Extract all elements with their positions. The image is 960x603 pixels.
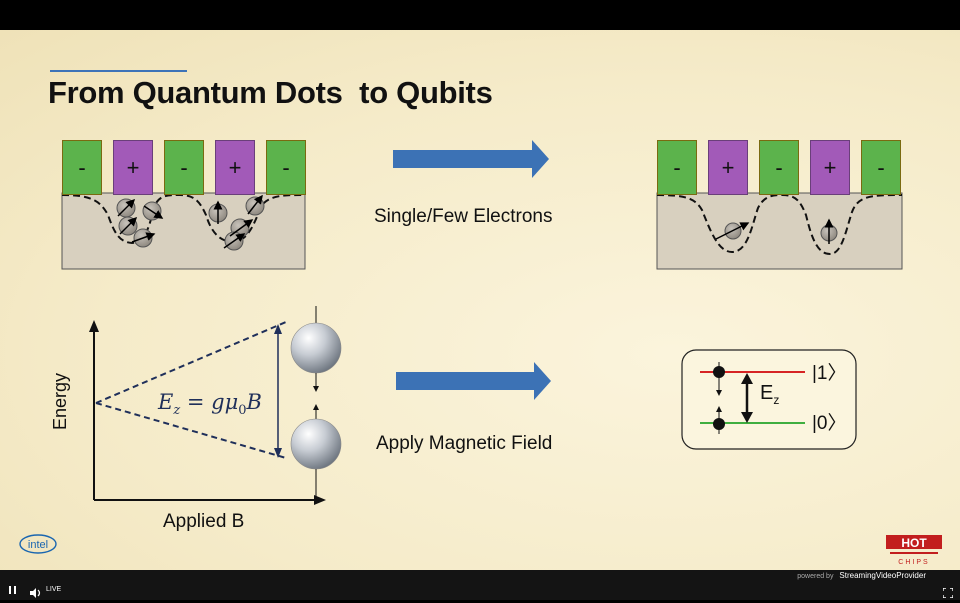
- intel-text: intel: [28, 539, 48, 551]
- big-arrow-top: [393, 140, 549, 178]
- lower-branch: [95, 402, 287, 459]
- gate-left-2: -: [164, 140, 204, 195]
- provider-name: StreamingVideoProvider: [839, 571, 926, 580]
- energy-axis-label: Energy: [50, 372, 70, 430]
- spin-sphere-upper: [290, 322, 342, 374]
- ez-e: E: [760, 382, 774, 404]
- formula-sub-z: z: [173, 403, 181, 419]
- svg-text:CHIPS: CHIPS: [898, 559, 929, 566]
- gate-sign: -: [78, 154, 86, 180]
- intel-logo: intel: [19, 534, 57, 554]
- formula-b: B: [246, 390, 262, 414]
- volume-icon[interactable]: [30, 585, 42, 598]
- ez-label: Ez: [760, 382, 779, 407]
- title-rule: [50, 70, 187, 72]
- electrons-left: [116, 194, 265, 251]
- pause-icon[interactable]: [9, 586, 17, 594]
- formula-e: E: [158, 390, 174, 414]
- top-letterbox: [0, 0, 960, 30]
- electrons-right: [715, 218, 838, 244]
- slide: From Quantum Dots to Qubits: [0, 30, 960, 570]
- two-level-box: [681, 349, 857, 450]
- applied-b-label: Applied B: [163, 511, 245, 532]
- gate-right-0: -: [657, 140, 697, 195]
- powered-by: powered by StreamingVideoProvider: [797, 571, 926, 580]
- substrate-left: [61, 192, 306, 270]
- formula-sub-0: 0: [238, 403, 247, 419]
- gate-sign: +: [126, 154, 140, 180]
- diagram-canvas: [61, 140, 903, 505]
- gate-sign: +: [228, 154, 242, 180]
- gate-sign: +: [721, 154, 735, 180]
- gate-right-1: +: [708, 140, 748, 195]
- gate-right-3: +: [810, 140, 850, 195]
- gate-sign: -: [877, 154, 885, 180]
- ket-one-label: |1〉: [812, 363, 847, 384]
- ket-zero-label: |0〉: [812, 413, 847, 434]
- gate-sign: -: [775, 154, 783, 180]
- gate-right-2: -: [759, 140, 799, 195]
- gate-left-3: +: [215, 140, 255, 195]
- ez-sub: z: [773, 393, 780, 407]
- upper-branch: [95, 321, 287, 404]
- arrow2-label: Apply Magnetic Field: [376, 433, 553, 454]
- gate-right-4: -: [861, 140, 901, 195]
- substrate-right: [656, 192, 903, 270]
- gate-left-0: -: [62, 140, 102, 195]
- zeeman-formula: Ez = gμ0B: [158, 390, 262, 418]
- fullscreen-icon[interactable]: [942, 585, 954, 599]
- arrow1-label: Single/Few Electrons: [374, 206, 553, 227]
- gate-left-4: -: [266, 140, 306, 195]
- hot-chips-logo: HOT CHIPS: [886, 535, 942, 566]
- svg-text:HOT: HOT: [901, 536, 927, 550]
- live-badge: LIVE: [46, 586, 62, 593]
- video-player-bar: LIVE powered by StreamingVideoProvider: [0, 570, 960, 600]
- slide-title: From Quantum Dots to Qubits: [48, 75, 493, 110]
- formula-middle: = gμ: [180, 390, 239, 414]
- big-arrow-bottom: [396, 362, 551, 400]
- spin-sphere-lower: [290, 418, 342, 470]
- gate-sign: -: [673, 154, 681, 180]
- gate-sign: -: [180, 154, 188, 180]
- potential-left: [61, 193, 306, 245]
- gate-sign: -: [282, 154, 290, 180]
- powered-by-text: powered by: [797, 573, 834, 580]
- potential-right: [656, 193, 903, 256]
- gate-left-1: +: [113, 140, 153, 195]
- gate-sign: +: [823, 154, 837, 180]
